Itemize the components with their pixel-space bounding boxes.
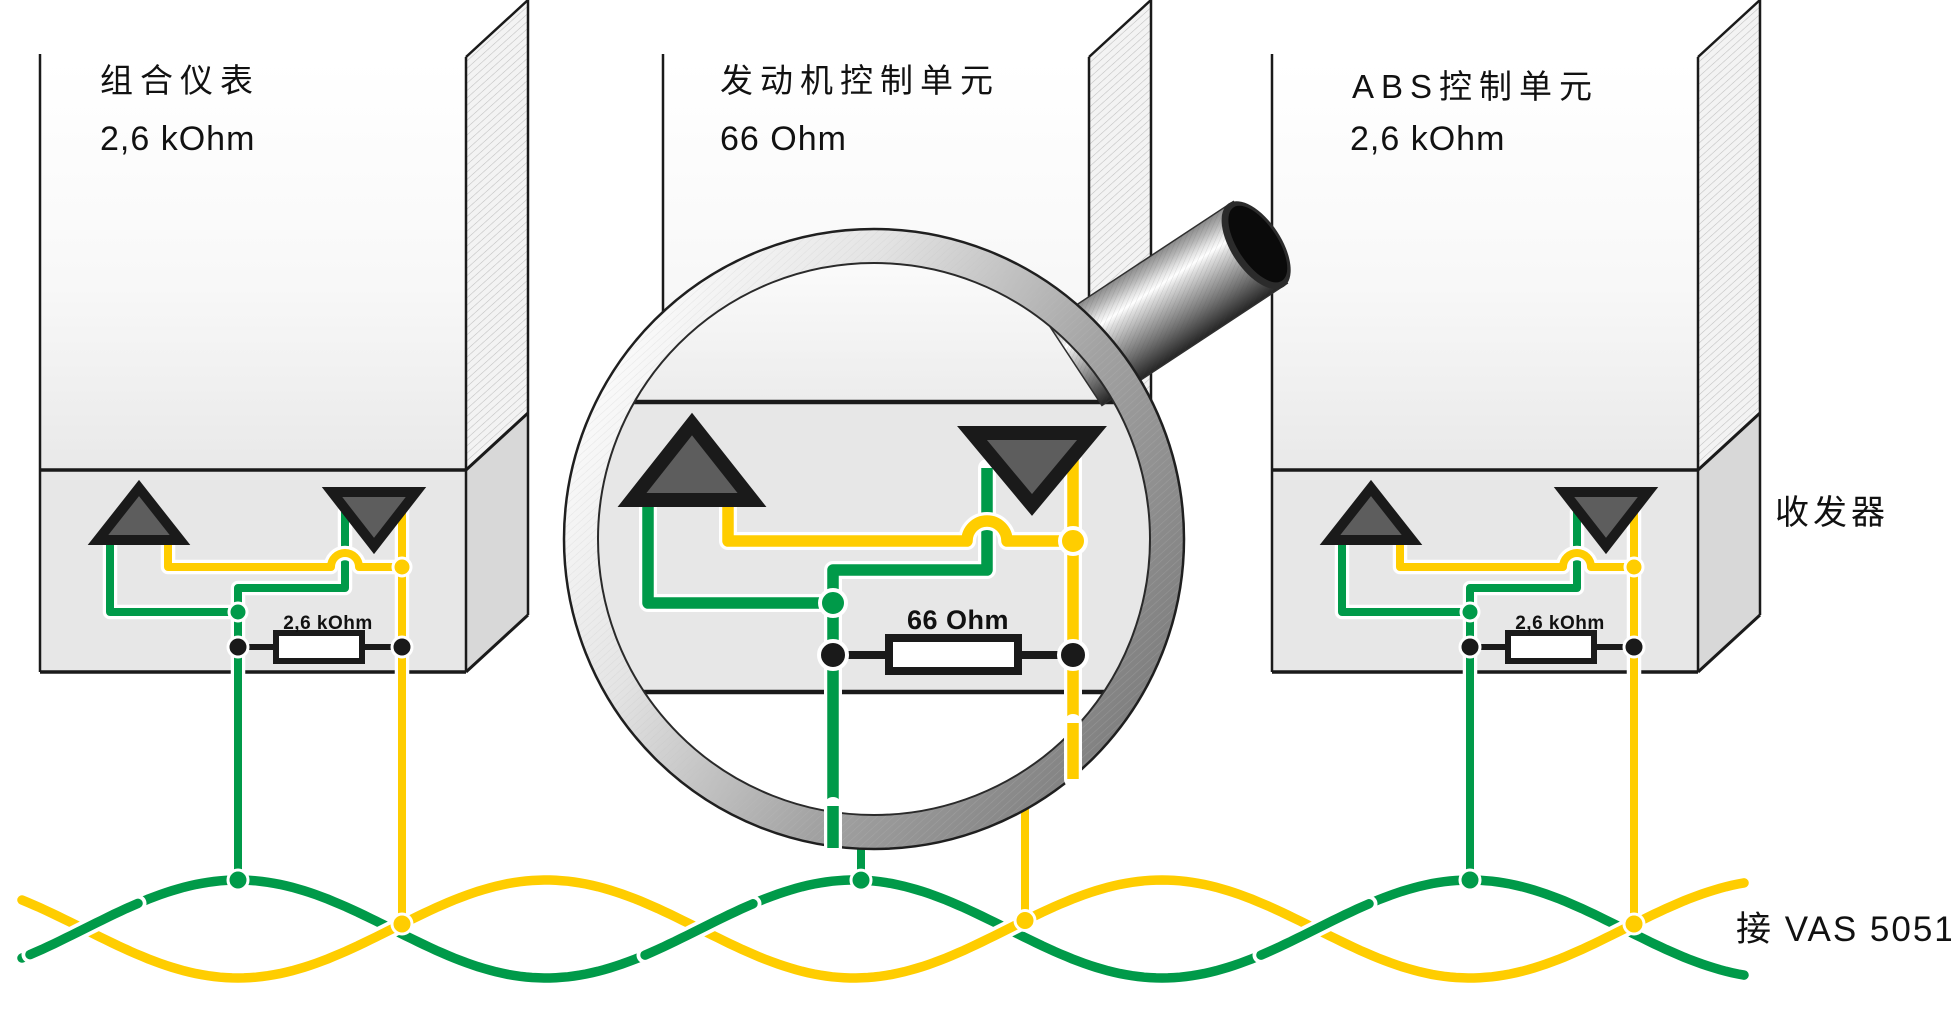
box-bottom-depth-edge [1696,613,1762,674]
box-top-depth-edge [465,0,529,58]
triangle-down-icon [1553,487,1659,555]
magnified-triangle-up-icon [617,412,767,507]
box3-title: ABS控制单元 [1352,68,1599,105]
triangle-up-icon [1319,479,1423,545]
transceiver-label: 收发器 [1775,494,1889,532]
box-divider-depth-edge [464,411,530,472]
lens-ring-inner-edge [597,262,1151,816]
control-unit-box-3 [1270,0,1762,936]
magnified-triangle-down-icon [957,426,1107,516]
bus-wire-green-casing [13,871,1753,987]
box-bottom-depth-edge [464,613,530,674]
magnified-resistor-terminal-right [1057,639,1089,671]
box-side-panel-hatch [1698,0,1760,470]
magnified-view [598,263,1150,815]
handle-opening [1228,205,1288,283]
green-bus-junction-dot [1458,868,1482,892]
box2-resistance: 66 Ohm [720,120,847,158]
lens-ring-texture [564,229,1184,849]
resistor-box-icon [273,630,365,664]
resistor-terminal-right [1622,635,1646,659]
box1-title: 组合仪表 [100,62,260,99]
triangle-up-icon [87,479,191,545]
green-junction-dot [1459,601,1481,623]
box-front-face [40,54,466,470]
bus-wire-green-twist-2 [1256,899,1374,960]
magnified-resistor-label: 66 Ohm [907,605,1009,635]
magnified-resistor-box-icon [885,634,1022,675]
box-side-panel-lower [1698,413,1760,672]
box1-resistor-label: 2,6 kOhm [283,613,373,634]
diagram-labels: 组合仪表 2,6 kOhm 发动机控制单元 66 Ohm ABS控制单元 2,6… [100,62,1951,949]
resistor-terminal-left [226,635,250,659]
box2-title: 发动机控制单元 [720,62,1000,99]
can-bus-twisted-pair [13,871,1753,987]
green-junction-dot [227,601,249,623]
magnified-resistor-terminal-left [817,639,849,671]
resistor-terminal-right [390,635,414,659]
yellow-bus-junction-dot [1622,912,1646,936]
resistor-terminal-left [1458,635,1482,659]
box-top-depth-edge [1088,0,1152,58]
box1-resistance: 2,6 kOhm [100,120,255,158]
box-top-depth-edge [1697,0,1761,58]
bus-wire-green-twist-1 [640,899,758,960]
magnified-can-wire-yellow [722,460,1079,730]
resistor-box-icon [1505,630,1597,664]
yellow-junction-dot [1623,556,1645,578]
magnified-green-junction-dot [818,588,848,618]
magnified-yellow-junction-dot [1058,526,1088,556]
green-bus-junction-dot [226,868,250,892]
bus-wire-green-twist-0 [25,898,143,960]
green-bus-junction-dot [849,868,873,892]
bus-wire-yellow-casing [13,871,1753,987]
can-wire-yellow [164,505,406,924]
bus-wire-yellow [17,875,1749,983]
magnifier [562,200,1291,857]
yellow-bus-junction-dot [1013,909,1037,933]
box3-resistance: 2,6 kOhm [1350,120,1505,158]
bus-wire-green [17,875,1749,983]
yellow-bus-junction-dot [390,912,414,936]
lens-ring-outer-edge [562,227,1186,851]
box-side-panel-hatch [466,0,528,470]
control-unit-box-1 [38,0,530,936]
bus-destination-label: 接 VAS 5051 [1736,910,1951,949]
box-divider-depth-edge [1696,411,1762,472]
box-front-face [1272,54,1698,470]
yellow-junction-dot [391,556,413,578]
can-wire-yellow [1396,505,1638,924]
box-side-panel-lower [466,413,528,672]
box3-resistor-label: 2,6 kOhm [1515,613,1605,634]
triangle-down-icon [321,487,427,555]
